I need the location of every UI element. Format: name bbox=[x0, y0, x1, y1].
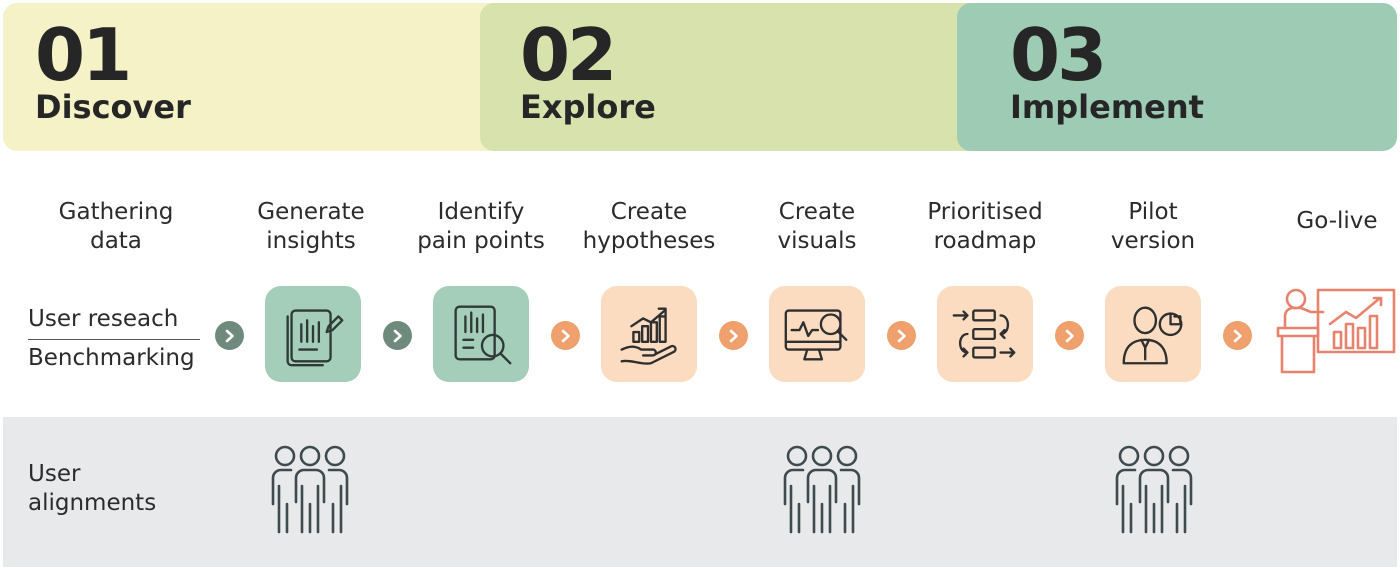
step-label-prioritised-roadmap: Prioritised roadmap bbox=[927, 199, 1043, 254]
tile-prioritised-roadmap bbox=[937, 286, 1033, 382]
activity-divider bbox=[28, 339, 200, 340]
phase-discover: 01 Discover bbox=[3, 3, 563, 151]
document-pen-icon bbox=[286, 309, 344, 367]
tile-create-hypotheses bbox=[601, 286, 697, 382]
step-label-generate-insights: Generate insights bbox=[257, 199, 365, 254]
tile-pilot-version bbox=[1105, 286, 1201, 382]
activity-user-research: User reseach bbox=[28, 306, 179, 332]
hand-growth-chart-icon bbox=[620, 307, 677, 365]
phase-explore: 02 Explore bbox=[480, 3, 1040, 151]
monitor-search-icon bbox=[784, 309, 848, 361]
tile-generate-insights bbox=[265, 286, 361, 382]
activity-benchmarking: Benchmarking bbox=[28, 345, 195, 371]
phase-number: 03 bbox=[1010, 13, 1107, 97]
presentation-podium-icon bbox=[1276, 288, 1396, 374]
next-arrow-icon bbox=[551, 321, 580, 350]
tile-create-visuals bbox=[769, 286, 865, 382]
alignments-label: User alignments bbox=[28, 461, 157, 516]
team-people-icon bbox=[1115, 445, 1193, 534]
step-label-go-live: Go-live bbox=[1296, 208, 1378, 234]
step-label-create-visuals: Create visuals bbox=[777, 199, 857, 254]
step-label-identify-pain-points: Identify pain points bbox=[417, 199, 545, 254]
step-label-pilot-version: Pilot version bbox=[1110, 199, 1196, 254]
next-arrow-icon bbox=[719, 321, 748, 350]
next-arrow-icon bbox=[383, 321, 412, 350]
next-arrow-icon bbox=[1223, 321, 1252, 350]
next-arrow-icon bbox=[1055, 321, 1084, 350]
phase-title: Discover bbox=[35, 88, 191, 126]
next-arrow-icon bbox=[887, 321, 916, 350]
step-label-gathering-data: Gathering data bbox=[58, 199, 174, 254]
tile-identify-pain-points bbox=[433, 286, 529, 382]
document-magnifier-icon bbox=[454, 305, 512, 365]
alignments-band bbox=[3, 417, 1397, 567]
phase-number: 02 bbox=[520, 13, 617, 97]
phase-title: Explore bbox=[520, 88, 656, 126]
roadmap-flow-icon bbox=[952, 309, 1016, 359]
phase-number: 01 bbox=[35, 13, 132, 97]
phase-implement: 03 Implement bbox=[957, 3, 1397, 151]
step-label-create-hypotheses: Create hypotheses bbox=[582, 199, 716, 254]
phase-title: Implement bbox=[1010, 88, 1204, 126]
team-people-icon bbox=[783, 445, 861, 534]
businessman-chart-icon bbox=[1122, 306, 1183, 365]
team-people-icon bbox=[271, 445, 349, 534]
next-arrow-icon bbox=[215, 321, 244, 350]
